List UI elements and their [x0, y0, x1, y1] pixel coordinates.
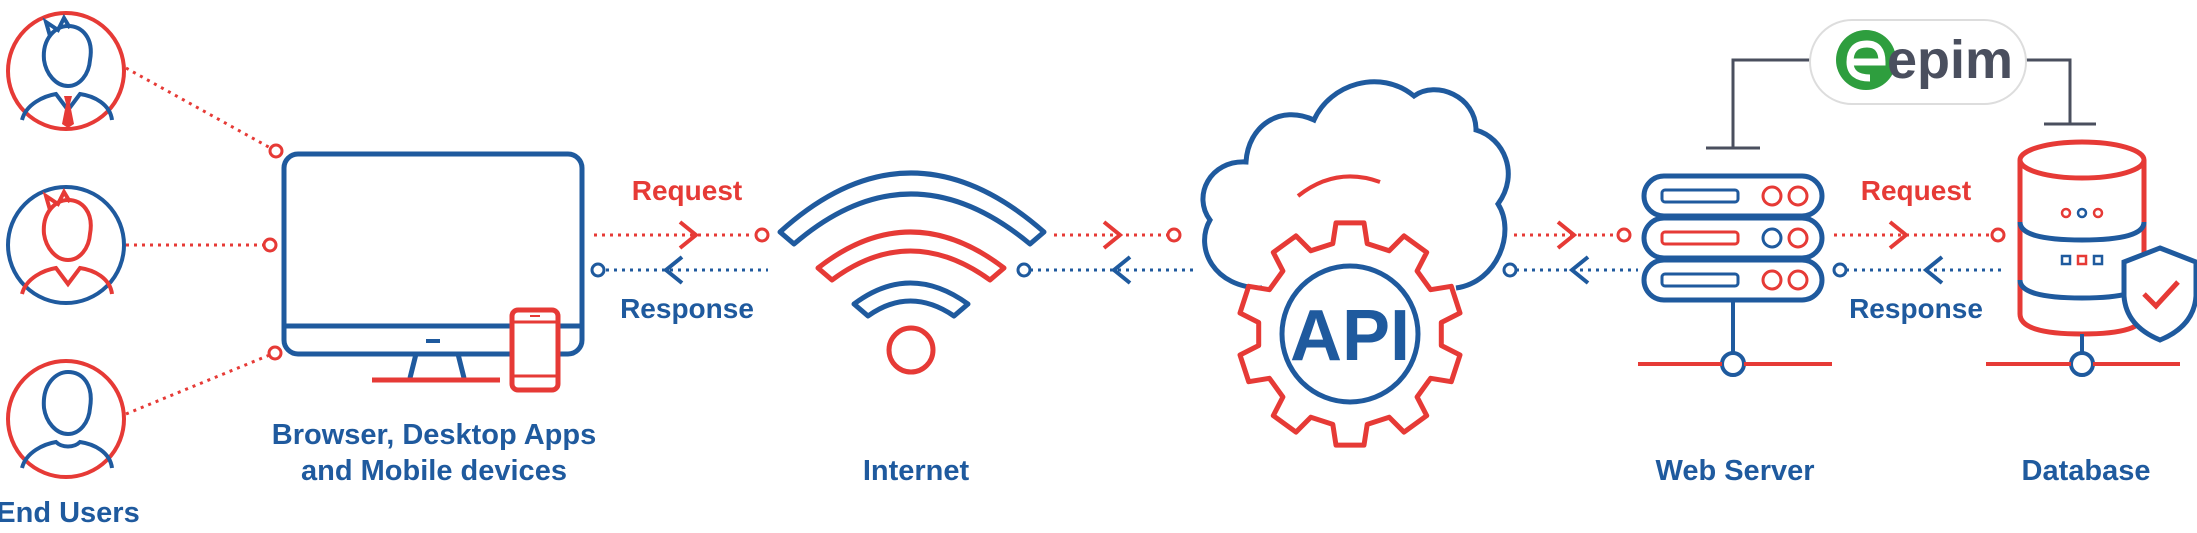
wifi-icon: [777, 170, 1047, 375]
request-arrow-right: [1834, 220, 2006, 250]
epim-logo: epim: [1809, 19, 2027, 105]
server-icon: [1638, 173, 1832, 377]
end-user-1: [6, 11, 126, 131]
response-arrow-internet-api: [1016, 255, 1196, 285]
end-user-3: [6, 359, 126, 479]
response-label-left: Response: [620, 293, 754, 324]
devices-label-line1: Browser, Desktop Apps: [272, 419, 596, 451]
end-user-2: [6, 185, 126, 305]
request-arrow-api-server: [1514, 220, 1632, 250]
person-icon: [20, 369, 114, 469]
web-server-label: Web Server: [1655, 455, 1814, 487]
logo-text: epim: [1887, 30, 2013, 90]
request-label-left: Request: [632, 175, 742, 206]
phone-icon: [509, 307, 561, 393]
response-arrow-right: [1832, 255, 2006, 285]
request-arrow-internet-api: [1054, 220, 1182, 250]
devices-label-line2: and Mobile devices: [301, 455, 567, 487]
request-label-right: Request: [1861, 175, 1971, 206]
user-links: [125, 66, 275, 416]
response-arrow-api-server: [1502, 255, 1638, 285]
person-icon: [20, 187, 114, 295]
response-arrow-left: [590, 255, 768, 285]
request-arrow-left: [594, 220, 770, 250]
end-users-label: End Users: [0, 497, 140, 529]
cloud-icon: [1200, 79, 1511, 291]
internet-label: Internet: [863, 455, 970, 487]
api-label: API: [1290, 296, 1410, 376]
shield-check-icon: [2121, 245, 2197, 343]
database-label: Database: [2022, 455, 2151, 487]
api-badge: [1279, 263, 1421, 405]
tie-icon: [62, 96, 74, 128]
response-label-right: Response: [1849, 293, 1983, 324]
